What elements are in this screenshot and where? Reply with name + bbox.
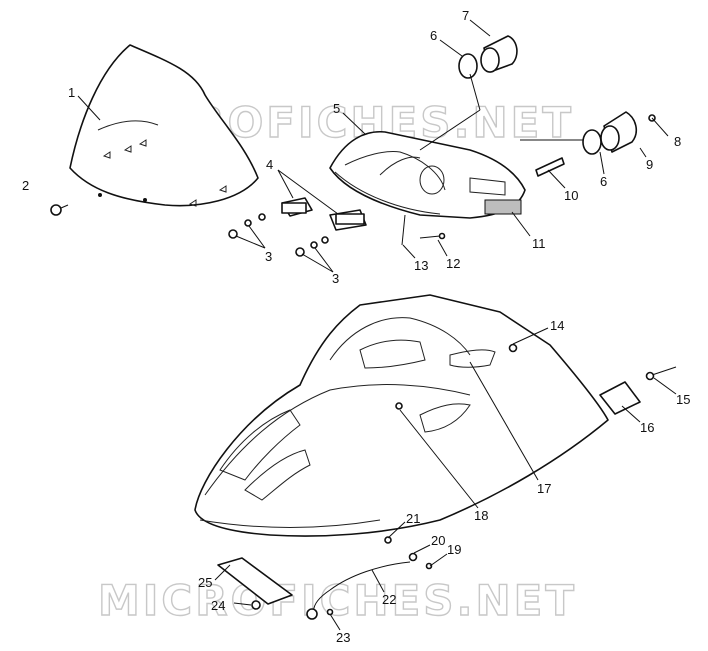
gauge-7	[458, 35, 518, 79]
callout-13: 13	[414, 258, 428, 273]
callout-6b: 6	[600, 174, 607, 189]
callout-10: 10	[564, 188, 578, 203]
callout-21: 21	[406, 511, 420, 526]
callout-22: 22	[382, 592, 396, 607]
gauge-9	[582, 111, 638, 155]
callout-5: 5	[333, 101, 340, 116]
screw-24	[251, 600, 261, 610]
dash-console	[329, 130, 526, 219]
callout-23: 23	[336, 630, 350, 645]
callout-8: 8	[674, 134, 681, 149]
callout-18: 18	[474, 508, 488, 523]
windshield	[69, 44, 259, 207]
bracket-11	[484, 199, 522, 215]
cable-22	[306, 536, 433, 620]
plate-25	[217, 557, 293, 605]
brackets-4	[281, 197, 367, 231]
callout-19: 19	[447, 542, 461, 557]
callout-7: 7	[462, 8, 469, 23]
callout-15: 15	[676, 392, 690, 407]
watermark-bottom: MICROFICHES.NET	[98, 576, 577, 625]
callout-12: 12	[446, 256, 460, 271]
callout-25: 25	[198, 575, 212, 590]
callout-20: 20	[431, 533, 445, 548]
callout-4: 4	[266, 157, 273, 172]
screw-13	[401, 214, 406, 246]
callout-6a: 6	[430, 28, 437, 43]
plate-16	[599, 381, 641, 415]
callout-16: 16	[640, 420, 654, 435]
callout-24: 24	[211, 598, 225, 613]
screw-12	[419, 232, 446, 240]
hood	[194, 294, 609, 537]
callout-1: 1	[68, 85, 75, 100]
callout-17: 17	[537, 481, 551, 496]
callout-2: 2	[22, 178, 29, 193]
leader-lines	[77, 19, 677, 631]
screw-2	[50, 204, 69, 216]
callout-3b: 3	[332, 271, 339, 286]
callout-14: 14	[550, 318, 564, 333]
switch-10	[535, 157, 565, 177]
rivet-18	[395, 402, 403, 410]
callout-3a: 3	[265, 249, 272, 264]
cable-15	[645, 366, 677, 381]
fasteners-3	[228, 213, 329, 257]
callout-11: 11	[532, 236, 546, 251]
callout-9: 9	[646, 157, 653, 172]
rivet-14	[508, 343, 518, 353]
